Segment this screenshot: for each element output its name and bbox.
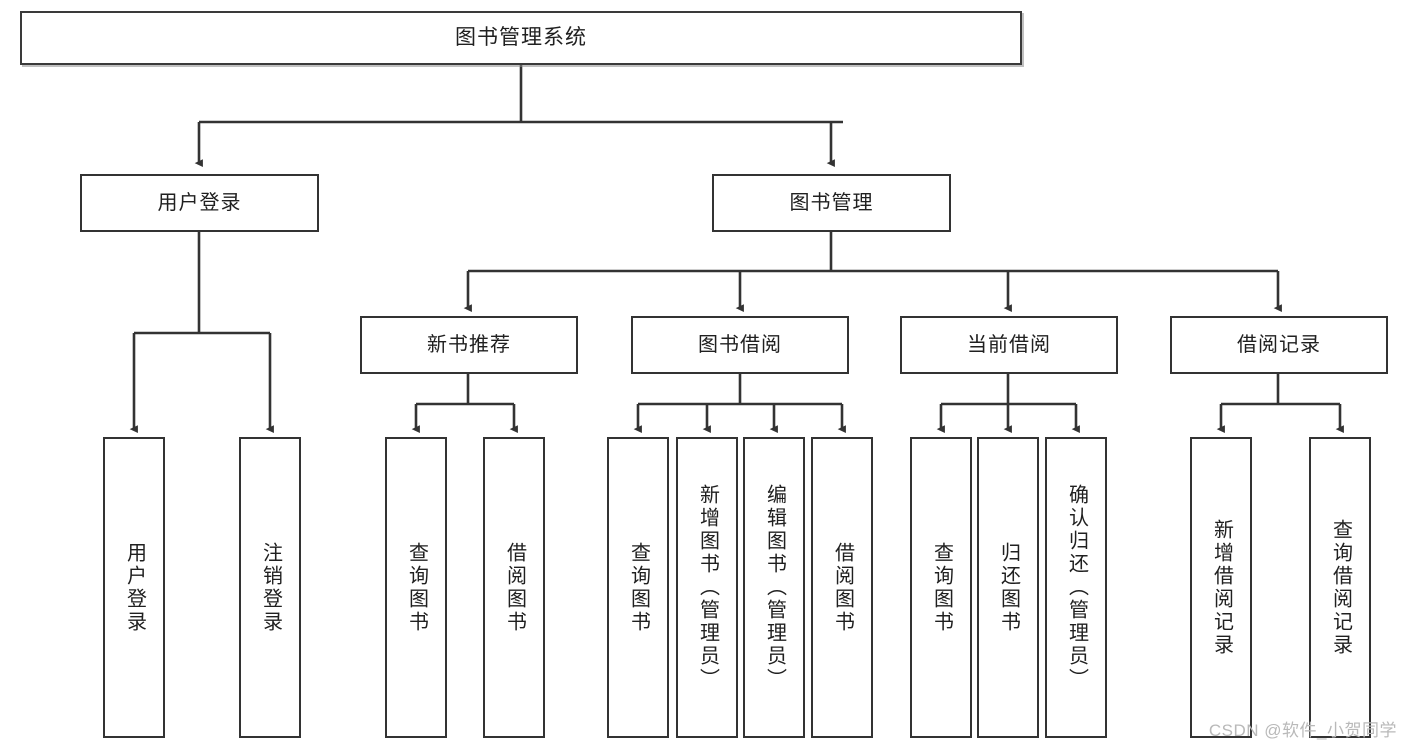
leaf-user-login[interactable]: 用户登录 <box>103 437 165 738</box>
node-current-borrow[interactable]: 当前借阅 <box>900 316 1118 374</box>
leaf-label: 借阅图书 <box>831 541 854 634</box>
leaf-borrow-book-recommend[interactable]: 借阅图书 <box>483 437 545 738</box>
node-user-login[interactable]: 用户登录 <box>80 174 319 232</box>
node-label: 当前借阅 <box>967 333 1051 356</box>
node-label: 用户登录 <box>157 191 242 214</box>
leaf-label: 查询图书 <box>405 541 428 634</box>
leaf-label: 归还图书 <box>997 541 1020 634</box>
node-new-book-recommend[interactable]: 新书推荐 <box>360 316 578 374</box>
node-root-system[interactable]: 图书管理系统 <box>20 11 1022 65</box>
leaf-label: 新增借阅记录 <box>1210 518 1233 657</box>
node-book-management[interactable]: 图书管理 <box>712 174 951 232</box>
leaf-query-borrow-record[interactable]: 查询借阅记录 <box>1309 437 1371 738</box>
leaf-label: 确认归还（管理员） <box>1065 484 1088 691</box>
node-borrow-record[interactable]: 借阅记录 <box>1170 316 1388 374</box>
leaf-label: 用户登录 <box>123 541 146 634</box>
node-label: 新书推荐 <box>427 333 511 356</box>
leaf-borrow-book[interactable]: 借阅图书 <box>811 437 873 738</box>
leaf-label: 注销登录 <box>259 541 282 634</box>
node-label: 借阅记录 <box>1237 333 1321 356</box>
leaf-return-book[interactable]: 归还图书 <box>977 437 1039 738</box>
leaf-label: 编辑图书（管理员） <box>763 484 786 691</box>
leaf-label: 新增图书（管理员） <box>696 484 719 691</box>
leaf-label: 查询借阅记录 <box>1329 518 1352 657</box>
leaf-query-book-current[interactable]: 查询图书 <box>910 437 972 738</box>
csdn-watermark: CSDN @软件_小贺同学 <box>1208 721 1397 740</box>
leaf-edit-book[interactable]: 编辑图书（管理员） <box>743 437 805 738</box>
leaf-query-book-recommend[interactable]: 查询图书 <box>385 437 447 738</box>
leaf-query-book-borrow[interactable]: 查询图书 <box>607 437 669 738</box>
leaf-user-logout[interactable]: 注销登录 <box>239 437 301 738</box>
leaf-add-borrow-record[interactable]: 新增借阅记录 <box>1190 437 1252 738</box>
leaf-add-book[interactable]: 新增图书（管理员） <box>676 437 738 738</box>
leaf-label: 借阅图书 <box>503 541 526 634</box>
leaf-label: 查询图书 <box>627 541 650 634</box>
leaf-confirm-return[interactable]: 确认归还（管理员） <box>1045 437 1107 738</box>
node-label: 图书管理 <box>789 191 874 214</box>
node-book-borrow[interactable]: 图书借阅 <box>631 316 849 374</box>
node-label: 图书管理系统 <box>455 25 587 49</box>
leaf-label: 查询图书 <box>930 541 953 634</box>
node-label: 图书借阅 <box>698 333 782 356</box>
